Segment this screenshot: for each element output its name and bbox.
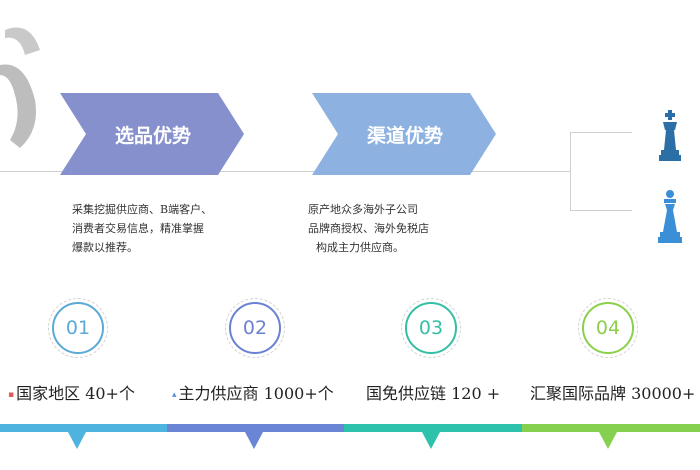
advantage-arrow-1: 选品优势 [60,93,244,175]
stat-label-4: 汇聚国际品牌 30000+ [530,384,696,403]
mini-flag-icon: ▪ [8,389,15,400]
number-badge-4: 04 [578,298,638,358]
advantage-title: 渠道优势 [366,124,443,147]
pointer-triangle [422,432,440,449]
number-badge-1: 01 [48,298,108,358]
stat-label-1: ▪国家地区 40+个 [8,384,135,403]
bar-segment-3 [344,424,522,432]
bracket-bottom [570,210,632,211]
stat-label-2: ▴主力供应商 1000+个 [172,384,334,403]
timeline-line [0,171,570,172]
bracket-line [570,132,571,210]
advantage-description: 原产地众多海外子公司 品牌商授权、海外免税店 构成主力供应商。 [308,203,429,254]
advantage-title: 选品优势 [114,124,191,147]
bar-segment-2 [167,424,344,432]
advantage-description: 采集挖掘供应商、B端客户、 消费者交易信息，精准掌握 爆款以推荐。 [72,203,213,254]
number-badge-3: 03 [401,298,461,358]
bracket-top [570,132,632,133]
chess-king-icon [659,110,681,161]
mini-chart-icon: ▴ [172,389,177,400]
stat-label-3: 国免供应链 120 + [366,384,501,403]
bar-segment-1 [0,424,167,432]
decorative-brush-stroke [0,27,40,148]
bar-segment-4 [522,424,700,432]
chess-pawn-icon [658,190,682,243]
advantage-arrow-2: 渠道优势 [312,93,496,175]
pointer-triangle [599,432,617,449]
pointer-triangle [68,432,86,449]
pointer-triangle [245,432,263,449]
number-badge-2: 02 [225,298,285,358]
